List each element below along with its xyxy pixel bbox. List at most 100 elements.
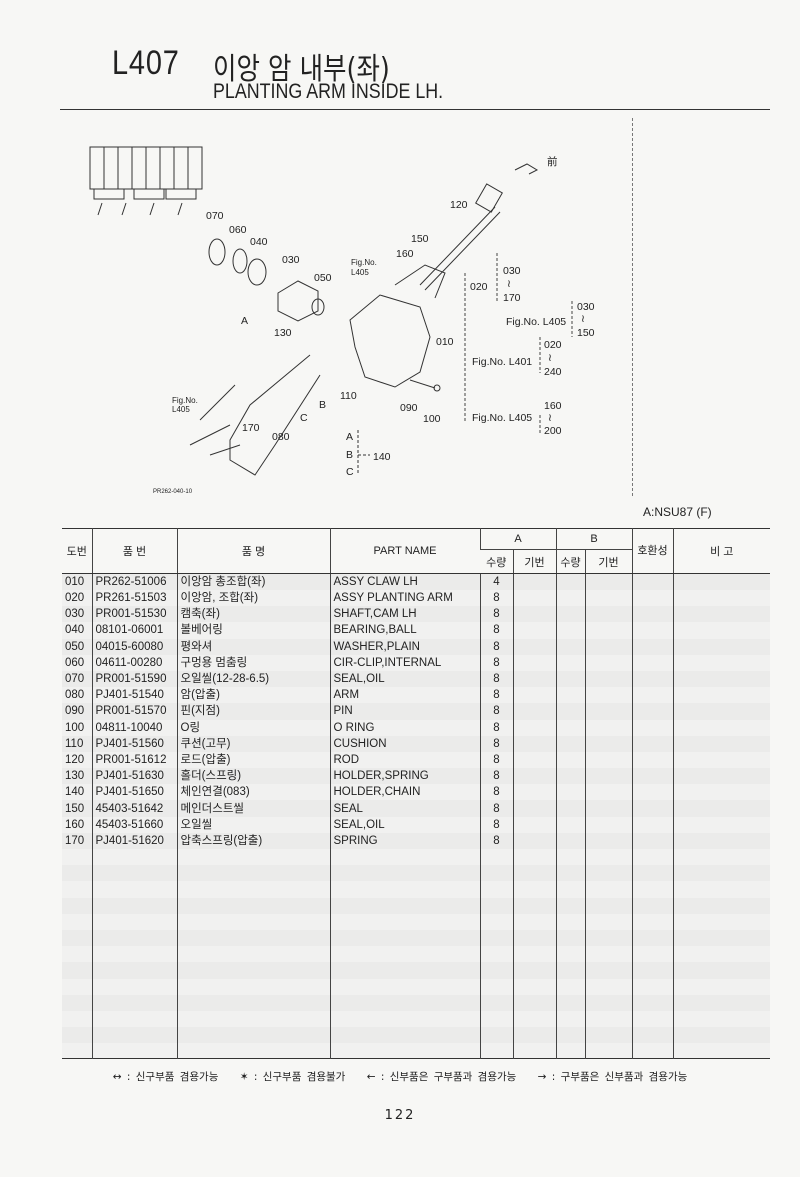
korean-name-cell: 캠축(좌) — [176, 606, 330, 623]
exploded-parts-diagram: 前 120 070 060 040 150 160 030 050 Fig.No… — [89, 146, 595, 495]
part-number-cell: PJ401-51540 — [91, 687, 177, 704]
qty-b-cell — [555, 897, 585, 914]
serial-a-cell — [512, 654, 556, 671]
callout: Fig.No. — [351, 258, 377, 267]
ref-cell — [62, 913, 92, 930]
ref-cell — [62, 865, 92, 882]
compat-cell — [631, 816, 673, 833]
remarks-cell — [672, 751, 770, 769]
serial-a-cell — [512, 622, 556, 639]
header-part-name: PART NAME — [329, 528, 480, 574]
serial-b-cell — [584, 913, 632, 930]
part-number-cell — [91, 897, 177, 914]
compat-cell — [631, 1043, 673, 1059]
part-number-cell: 04015-60080 — [91, 638, 177, 655]
korean-name-cell: O링 — [176, 719, 330, 736]
serial-b-cell — [584, 590, 632, 607]
compat-cell — [631, 590, 673, 607]
part-name-cell: SPRING — [329, 832, 480, 849]
remarks-cell — [672, 865, 770, 882]
compat-cell — [631, 1027, 673, 1044]
callout: L405 — [351, 268, 369, 277]
qty-a-cell: 8 — [479, 816, 513, 833]
part-number-cell: 45403-51660 — [91, 816, 177, 833]
header-a-serial: 기번 — [512, 549, 556, 574]
serial-a-cell — [512, 606, 556, 623]
serial-a-cell — [512, 670, 556, 688]
callout: 040 — [250, 236, 268, 248]
serial-a-cell — [512, 962, 556, 979]
callout: 160 — [396, 248, 414, 260]
compat-cell — [631, 751, 673, 769]
compat-cell — [631, 703, 673, 720]
part-number-cell — [91, 849, 177, 866]
compat-cell — [631, 687, 673, 704]
part-name-cell — [329, 962, 480, 979]
part-number-cell: 45403-51642 — [91, 800, 177, 817]
part-number-cell: PR262-51006 — [91, 573, 177, 590]
serial-b-cell — [584, 687, 632, 704]
part-number-cell — [91, 913, 177, 930]
empty-row — [62, 865, 770, 882]
empty-row — [62, 962, 770, 979]
serial-a-cell — [512, 735, 556, 752]
page-title-english: PLANTING ARM INSIDE LH. — [213, 80, 444, 103]
ref-cell — [62, 962, 92, 979]
callout: 150 — [411, 233, 429, 245]
qty-b-cell — [555, 654, 585, 671]
ref-cell: 150 — [62, 800, 92, 817]
header-ref: 도번 — [62, 528, 92, 574]
serial-b-cell — [584, 865, 632, 882]
qty-a-cell: 8 — [479, 606, 513, 623]
part-name-cell: ASSY CLAW LH — [329, 573, 480, 590]
tree-node: 030 — [577, 301, 595, 313]
remarks-cell — [672, 929, 770, 947]
callout-labels: 120 070 060 040 150 160 030 050 Fig.No. … — [153, 199, 468, 495]
compat-cell — [631, 784, 673, 801]
serial-a-cell — [512, 897, 556, 914]
remarks-cell — [672, 687, 770, 704]
serial-a-cell — [512, 703, 556, 720]
page-number: 122 — [384, 1108, 416, 1123]
tree-node: ≀ — [548, 412, 552, 424]
serial-b-cell — [584, 638, 632, 655]
empty-row — [62, 897, 770, 914]
tree-node: Fig.No. L405 — [506, 316, 566, 328]
ref-cell — [62, 1043, 92, 1059]
ref-cell: 070 — [62, 670, 92, 688]
qty-b-cell — [555, 1043, 585, 1059]
part-name-cell: SEAL — [329, 800, 480, 817]
serial-b-cell — [584, 719, 632, 736]
qty-b-cell — [555, 994, 585, 1011]
remarks-cell — [672, 638, 770, 655]
ref-cell: 160 — [62, 816, 92, 833]
serial-b-cell — [584, 946, 632, 963]
qty-b-cell — [555, 800, 585, 817]
drawing-code: PR262-040-10 — [153, 489, 193, 495]
serial-b-cell — [584, 768, 632, 785]
callout: 050 — [314, 272, 332, 284]
ref-cell: 030 — [62, 606, 92, 623]
qty-b-cell — [555, 816, 585, 833]
ref-cell — [62, 994, 92, 1011]
korean-name-cell: 구멍용 멈춤링 — [176, 654, 330, 671]
parts-table: 도번 품 번 품 명 PART NAME A B 호환성 비 고 수량 기번 수… — [62, 528, 770, 1059]
qty-b-cell — [555, 913, 585, 930]
korean-name-cell: 이앙암 총조합(좌) — [176, 573, 330, 590]
ref-cell: 130 — [62, 768, 92, 785]
qty-b-cell — [555, 687, 585, 704]
korean-name-cell: 이앙암, 조합(좌) — [176, 590, 330, 607]
korean-name-cell: 평와셔 — [176, 638, 330, 655]
korean-name-cell: 오일씰 — [176, 816, 330, 833]
tree-node: 020 — [544, 339, 562, 351]
callout: B — [346, 449, 353, 461]
ref-cell: 020 — [62, 590, 92, 607]
ref-cell: 080 — [62, 687, 92, 704]
tree-node: ≀ — [581, 313, 585, 325]
remarks-cell — [672, 800, 770, 817]
part-name-cell: PIN — [329, 703, 480, 720]
korean-name-cell: 쿠션(고무) — [176, 735, 330, 752]
korean-name-cell — [176, 897, 330, 914]
